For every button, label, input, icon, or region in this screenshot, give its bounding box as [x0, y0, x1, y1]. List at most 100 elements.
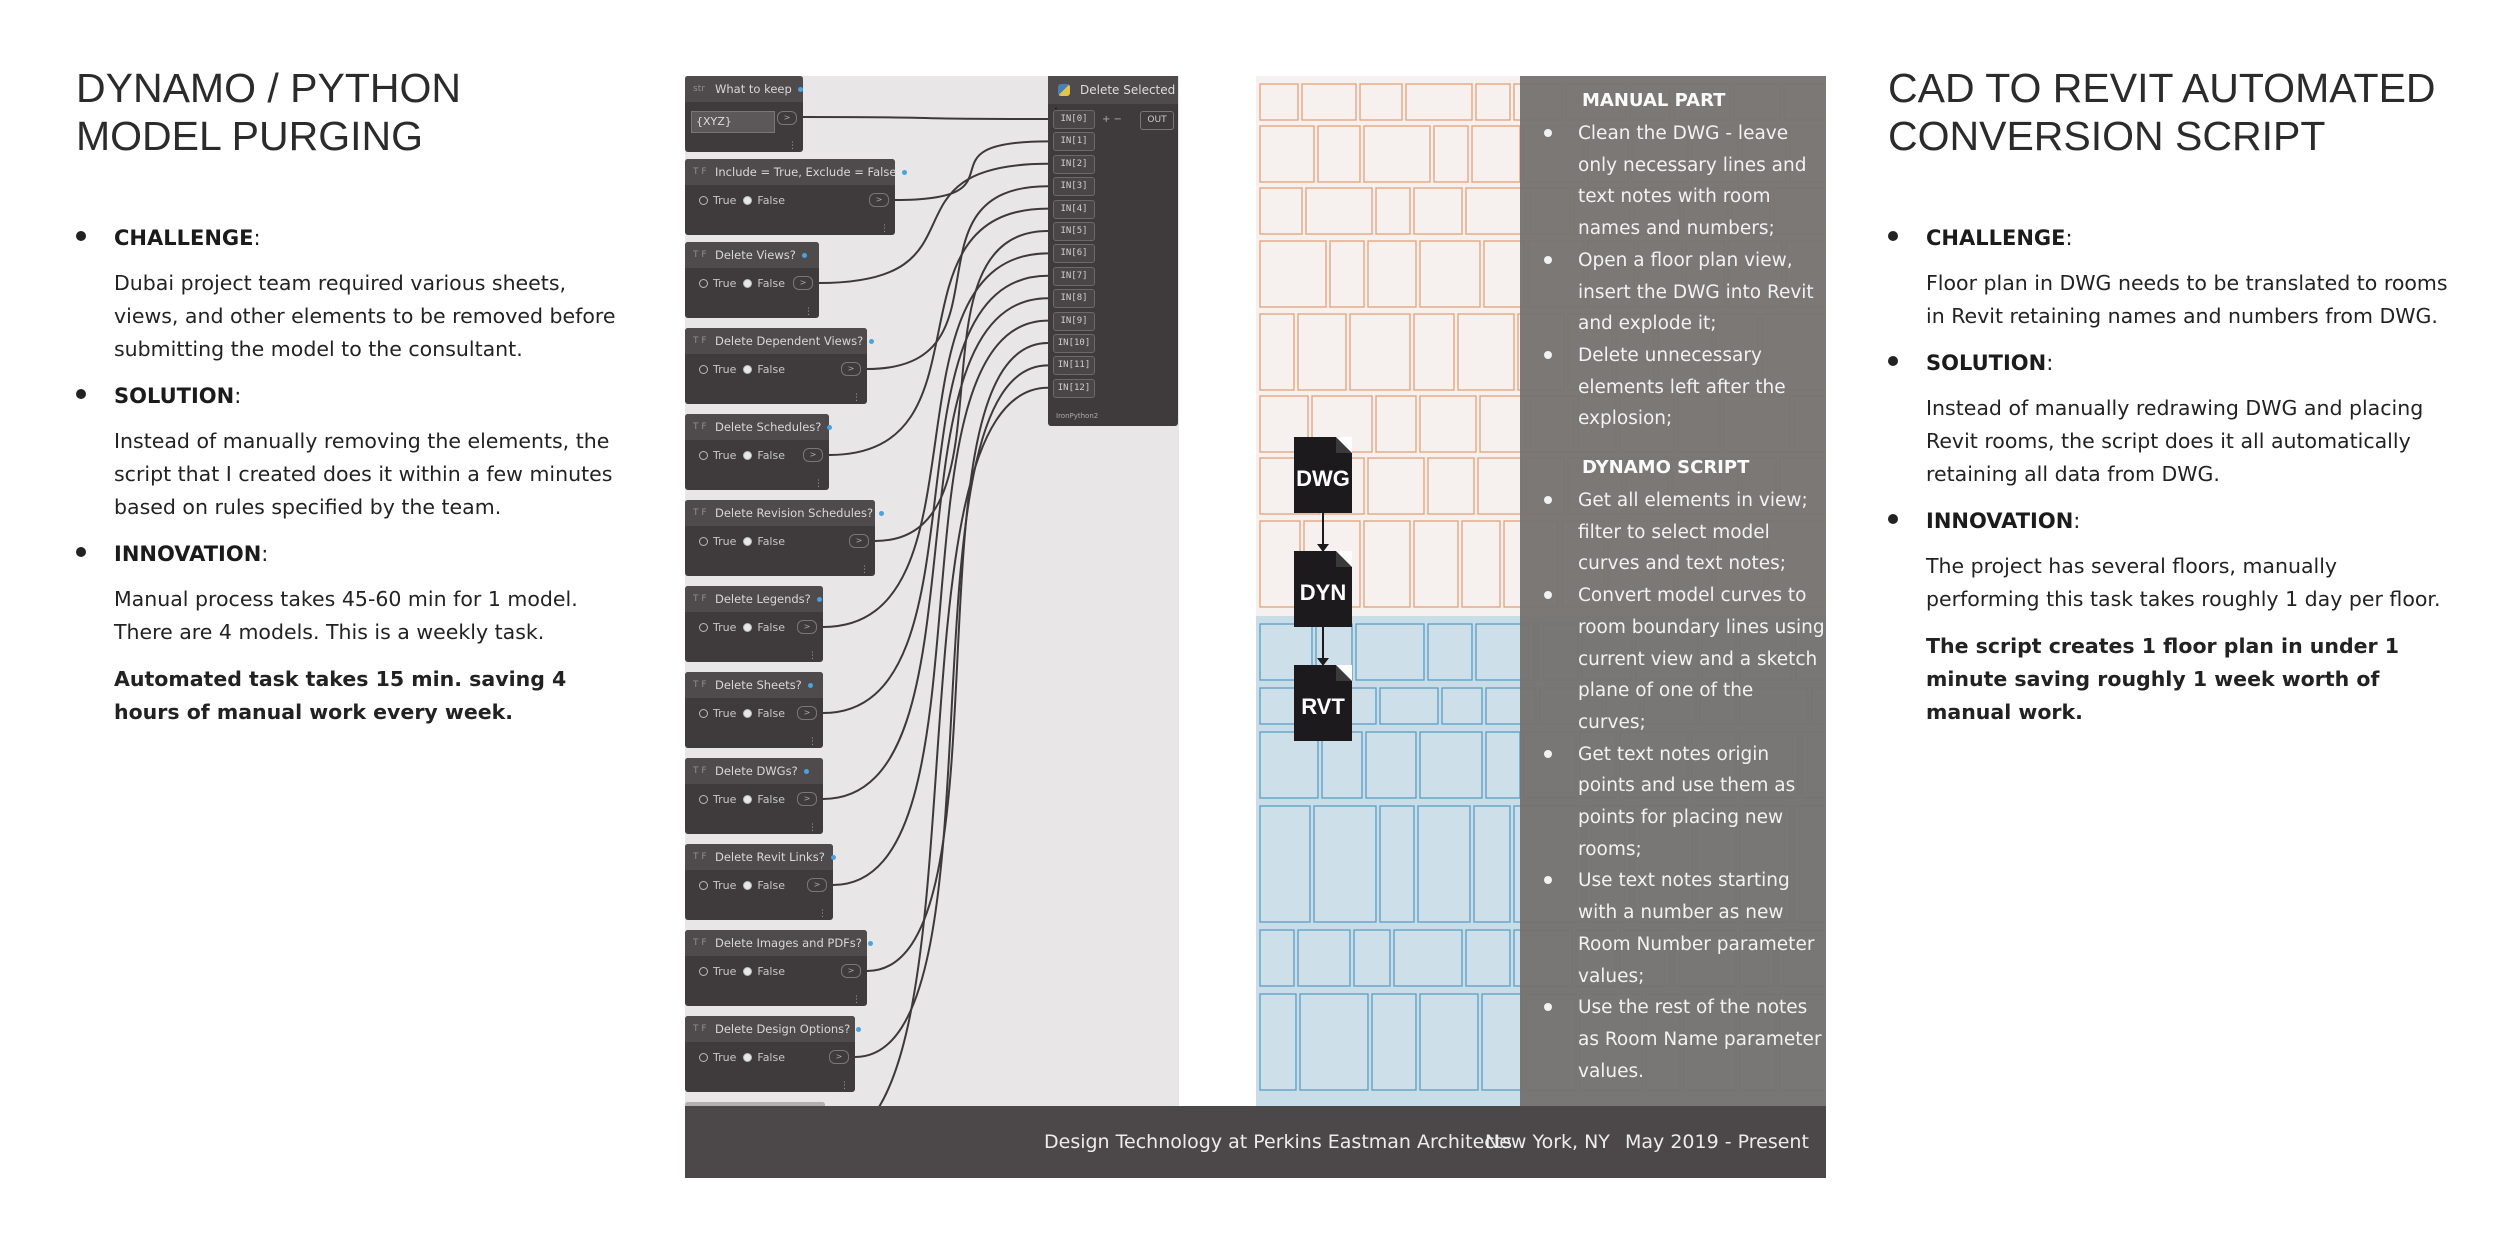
- input-port[interactable]: IN[1]: [1053, 132, 1095, 152]
- radio-true[interactable]: [699, 623, 708, 632]
- right-innovation: INNOVATION: The project has several floo…: [1888, 505, 2448, 729]
- node-title: Include = True, Exclude = False: [715, 165, 897, 179]
- radio-true[interactable]: [699, 881, 708, 890]
- input-port[interactable]: IN[11]: [1053, 356, 1095, 376]
- step-item: Open a floor plan view, insert the DWG i…: [1544, 245, 1826, 340]
- radio-false[interactable]: [743, 709, 753, 718]
- input-port[interactable]: IN[4]: [1053, 199, 1095, 219]
- radio-true[interactable]: [699, 967, 708, 976]
- output-port-icon[interactable]: >: [807, 878, 827, 892]
- bool-tag-icon: T F: [693, 1024, 707, 1034]
- output-port-icon[interactable]: >: [869, 193, 889, 207]
- dyn-file-icon: DYN: [1294, 551, 1352, 627]
- radio-false[interactable]: [743, 451, 753, 460]
- radio-true[interactable]: [699, 196, 708, 205]
- radio-true[interactable]: [699, 279, 708, 288]
- node-title: Delete Schedules?: [715, 420, 822, 434]
- room-outline: [1259, 805, 1311, 923]
- input-port[interactable]: IN[5]: [1053, 222, 1095, 241]
- xyz-input[interactable]: {XYZ}: [691, 111, 775, 133]
- radio-true[interactable]: [699, 709, 708, 718]
- bool-tag-icon: T F: [693, 250, 707, 260]
- python-node-delete-selected[interactable]: Delete Selected IN[0]IN[1]IN[2]IN[3]IN[4…: [1048, 76, 1178, 426]
- grip-icon: ⋮: [860, 565, 869, 575]
- manual-part-heading: MANUAL PART: [1582, 90, 1726, 111]
- status-dot-icon: [801, 253, 807, 258]
- wires: [802, 116, 1049, 1144]
- radio-false[interactable]: [743, 1053, 753, 1062]
- left-challenge: CHALLENGE: Dubai project team required v…: [76, 222, 631, 366]
- input-port[interactable]: IN[7]: [1053, 266, 1095, 286]
- radio-true[interactable]: [699, 795, 708, 804]
- output-port-icon[interactable]: >: [797, 620, 817, 634]
- radio-false[interactable]: [743, 623, 753, 632]
- radio-true[interactable]: [699, 1053, 708, 1062]
- status-dot-icon: [827, 425, 833, 430]
- room-outline: [1457, 313, 1515, 391]
- radio-true[interactable]: [699, 537, 708, 546]
- true-label: True: [713, 879, 737, 892]
- radio-false[interactable]: [743, 365, 753, 374]
- radio-true[interactable]: [699, 365, 708, 374]
- output-port-icon[interactable]: >: [849, 534, 869, 548]
- false-label: False: [757, 363, 785, 376]
- output-port-icon[interactable]: >: [829, 1050, 849, 1064]
- input-port[interactable]: IN[6]: [1053, 244, 1095, 264]
- input-port[interactable]: IN[9]: [1053, 311, 1095, 331]
- bullet-icon: [1544, 591, 1552, 600]
- radio-false[interactable]: [743, 537, 753, 546]
- input-port[interactable]: IN[12]: [1053, 378, 1095, 398]
- wire: [822, 252, 1049, 628]
- output-port-icon[interactable]: >: [797, 792, 817, 806]
- output-port-icon[interactable]: >: [793, 276, 813, 290]
- input-port[interactable]: IN[8]: [1053, 289, 1095, 309]
- room-outline: [1379, 805, 1415, 923]
- radio-false[interactable]: [743, 279, 753, 288]
- bullet-icon: [76, 547, 86, 557]
- python-icon: [1058, 84, 1070, 96]
- step-text: Get all elements in view; filter to sele…: [1578, 490, 1808, 575]
- output-port-icon[interactable]: >: [841, 362, 861, 376]
- step-item: Get text notes origin points and use the…: [1544, 739, 1826, 866]
- add-remove-port-buttons[interactable]: + −: [1102, 114, 1122, 125]
- input-port[interactable]: IN[3]: [1053, 177, 1095, 197]
- output-port-icon[interactable]: >: [797, 706, 817, 720]
- room-outline: [1475, 83, 1511, 121]
- wire: [866, 185, 1049, 370]
- output-port-icon[interactable]: >: [803, 448, 823, 462]
- radio-false[interactable]: [743, 881, 753, 890]
- input-port[interactable]: IN[10]: [1053, 334, 1095, 353]
- input-port[interactable]: IN[0]: [1053, 110, 1095, 129]
- left-solution: SOLUTION: Instead of manually removing t…: [76, 380, 631, 524]
- radio-false[interactable]: [743, 196, 753, 205]
- output-port-icon[interactable]: >: [777, 111, 797, 125]
- true-label: True: [713, 621, 737, 634]
- false-label: False: [757, 621, 785, 634]
- false-label: False: [757, 277, 785, 290]
- radio-true[interactable]: [699, 451, 708, 460]
- grip-icon: ⋮: [880, 224, 889, 234]
- room-outline: [1259, 929, 1295, 987]
- input-port[interactable]: IN[2]: [1053, 154, 1095, 174]
- innovation-label: INNOVATION: [114, 542, 262, 566]
- output-port-icon[interactable]: >: [841, 964, 861, 978]
- out-port[interactable]: OUT: [1140, 111, 1174, 130]
- grip-icon: ⋮: [840, 1081, 849, 1091]
- radio-false[interactable]: [743, 967, 753, 976]
- bool-tag-icon: T F: [693, 680, 707, 690]
- radio-false[interactable]: [743, 795, 753, 804]
- true-label: True: [713, 1051, 737, 1064]
